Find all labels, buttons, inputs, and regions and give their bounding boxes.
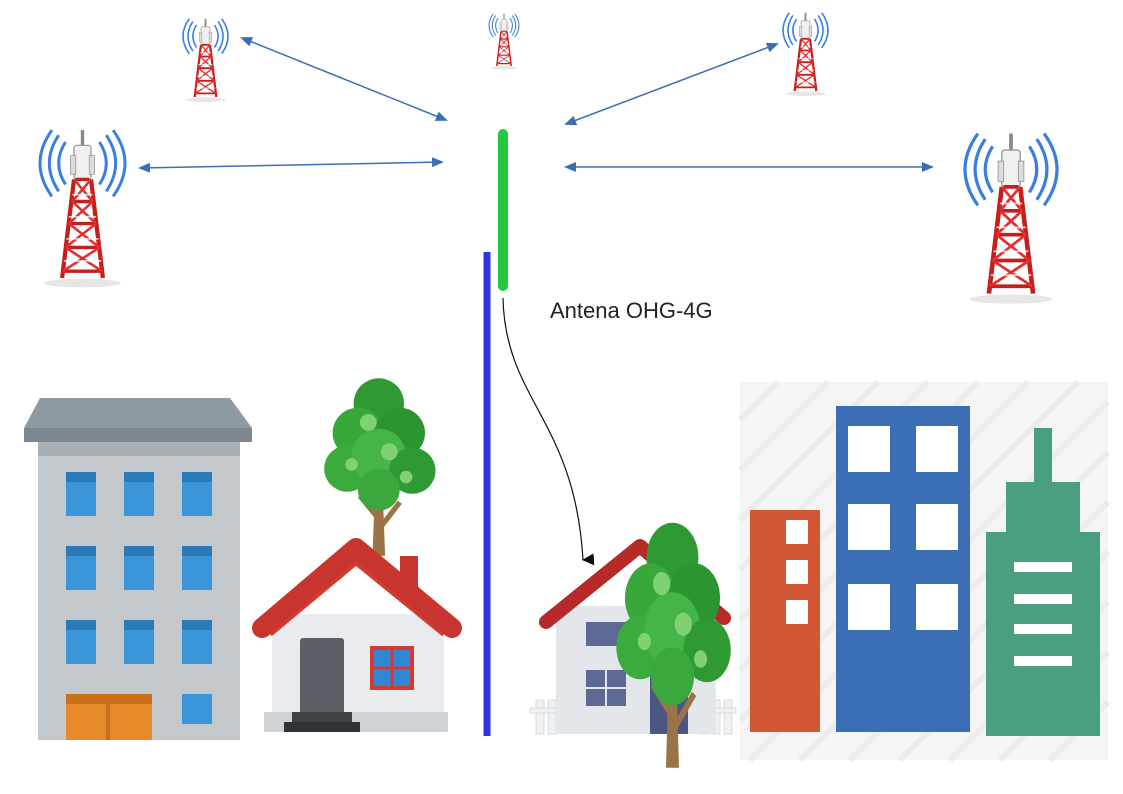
city-buildings-icon	[737, 379, 1111, 763]
house-icon	[252, 538, 462, 732]
cell-tower-icon	[181, 17, 230, 104]
apartment-building-icon	[24, 398, 252, 740]
link-arrow	[138, 157, 444, 173]
cell-tower-icon	[40, 130, 125, 287]
link-arrow	[564, 42, 779, 126]
antenna-label: Antena OHG-4G	[550, 298, 713, 323]
cell-tower-icon	[488, 13, 520, 71]
cell-tower-icon	[965, 134, 1057, 304]
tree-icon	[324, 378, 435, 555]
signal-arrow	[502, 297, 595, 566]
link-arrow	[240, 37, 448, 121]
cell-tower-icon	[781, 11, 830, 98]
